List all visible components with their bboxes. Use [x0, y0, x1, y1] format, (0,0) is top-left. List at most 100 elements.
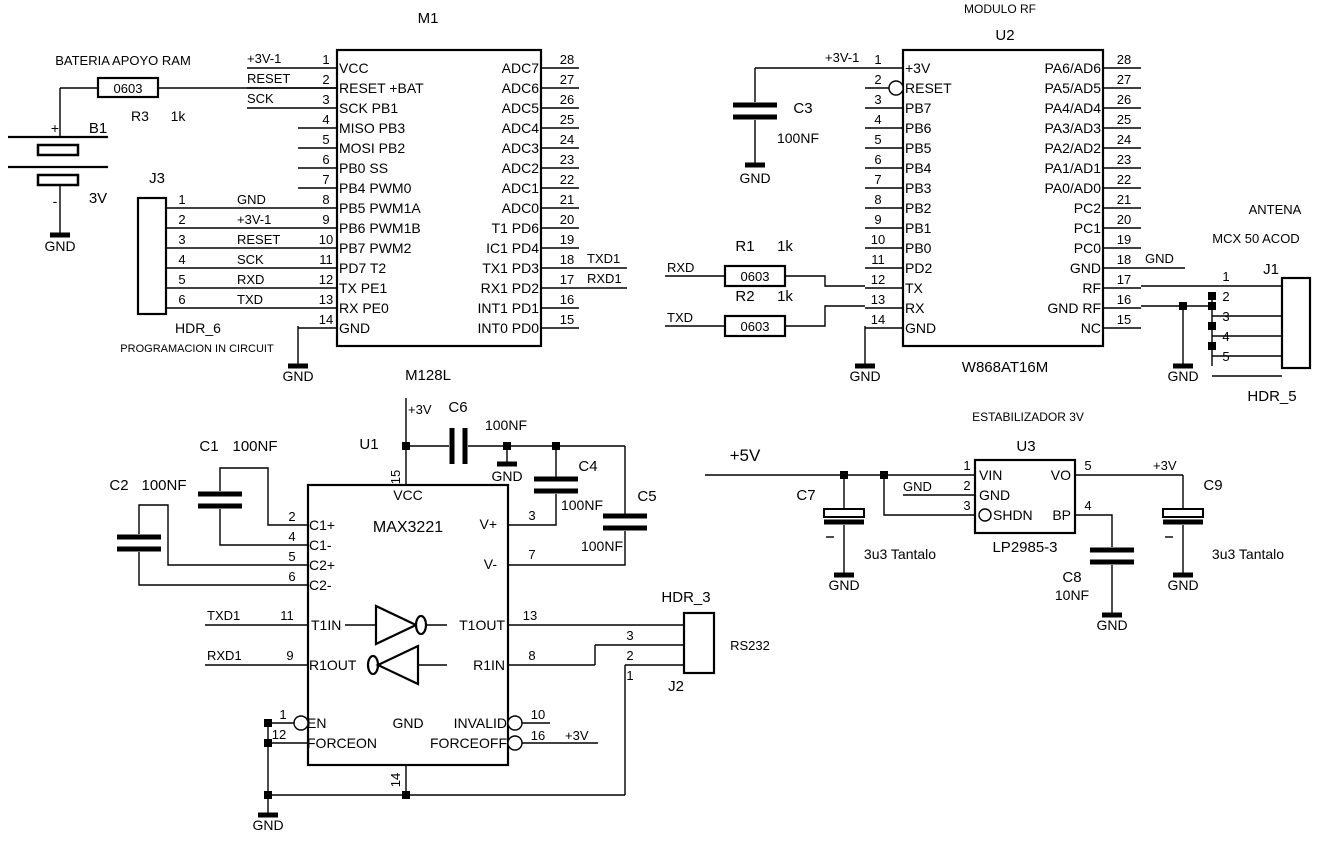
u2-section: MODULO RF U2 1+3V2RESET3PB74PB65PB56PB47… [665, 2, 1312, 405]
m1-rxd1: RXD1 [587, 271, 622, 286]
m1-right-pin-name: ADC1 [502, 180, 540, 196]
u2-right-pin-num: 16 [1117, 292, 1131, 307]
m1-left-pin-num: 11 [319, 252, 333, 267]
j3-net-label: RESET [237, 232, 280, 247]
u2-left-pin-num: 4 [874, 112, 881, 127]
j3-pin-num: 2 [178, 212, 185, 227]
m1-right-pin-name: RX1 PD2 [481, 280, 540, 296]
m1-left-pin-num: 7 [322, 172, 329, 187]
u3-body [973, 458, 1077, 535]
u2-right-pin-num: 22 [1117, 172, 1131, 187]
u3-label: ESTABILIZADOR 3V [972, 410, 1084, 424]
u1-vplus-pin: 3 [528, 508, 535, 523]
c7-ref: C7 [796, 487, 815, 504]
m1-right-pin-num: 22 [560, 172, 574, 187]
u2-left-pin-name: PD2 [905, 260, 932, 276]
u2-right-pin-num: 17 [1117, 272, 1131, 287]
m1-right-pin-name: ADC6 [502, 80, 540, 96]
c4-ref: C4 [578, 458, 597, 475]
j3-pin-num: 6 [178, 292, 185, 307]
m1-right-pin-name: ADC7 [502, 60, 540, 76]
j3-net-label: TXD [237, 292, 263, 307]
u2-right-pin-num: 28 [1117, 52, 1131, 67]
u2-left-pin-name: PB7 [905, 100, 932, 116]
c5-ref: C5 [637, 488, 656, 505]
m1-right-pin-num: 28 [560, 52, 574, 67]
m1-left-pin-num: 10 [319, 232, 333, 247]
m1-part: M128L [405, 367, 451, 384]
b1-volt: 3V [89, 190, 107, 207]
u2-left-pin-name: PB2 [905, 200, 932, 216]
j3-net-label: +3V-1 [237, 212, 271, 227]
u2-left-pin-num: 7 [874, 172, 881, 187]
j3-net-label: SCK [237, 252, 264, 267]
u2-pin18-net: GND [1145, 251, 1174, 266]
u2-right-pin-num: 15 [1117, 312, 1131, 327]
m1-left-pin-num: 6 [322, 152, 329, 167]
u3-section: ESTABILIZADOR 3V U3 LP2985-3 +5V 1 VIN G… [705, 410, 1284, 633]
m1-right-pin-num: 24 [560, 132, 574, 147]
u2-right-pin-num: 21 [1117, 192, 1131, 207]
c6-gnd-label: GND [491, 468, 522, 484]
m1-left-pin-num: 5 [322, 132, 329, 147]
u1-r1out-pin: 9 [286, 648, 293, 663]
u2-right-pin-name: PA1/AD1 [1044, 160, 1101, 176]
u2-left-pin-num: 12 [871, 272, 885, 287]
u3-input-net: +5V [730, 446, 761, 465]
u3-pin-bp-name: BP [1052, 507, 1071, 523]
m1-net-sck: SCK [247, 91, 274, 106]
u1-r1in: R1IN [473, 657, 505, 673]
j1-pin-num: 5 [1222, 349, 1229, 364]
u1-invalid-pin: 10 [531, 707, 545, 722]
u2-left-pin-name: TX [905, 280, 924, 296]
battery-label: BATERIA APOYO RAM [55, 53, 191, 68]
u1-forceoff-pin: 16 [531, 728, 545, 743]
b1-plus: + [51, 120, 59, 136]
j3-name: HDR_6 [175, 320, 221, 336]
m1-left-pin-name: PD7 T2 [339, 260, 386, 276]
m1-title: M1 [418, 10, 439, 27]
m1-left-pin-num: 8 [322, 192, 329, 207]
u1-left-pin-name: C1- [309, 537, 332, 553]
m1-left-pin-name: GND [339, 320, 370, 336]
u2-right-pin-num: 19 [1117, 232, 1131, 247]
j1-pin-num: 4 [1222, 329, 1229, 344]
u2-txd-net: TXD [667, 310, 693, 325]
c7-gnd-label: GND [828, 577, 859, 593]
u2-left-pin-name: RESET [905, 80, 952, 96]
u1-t1in-net: TXD1 [207, 608, 240, 623]
c4-val: 100NF [561, 497, 603, 513]
u3-pin-vin-name: VIN [979, 467, 1002, 483]
u1-section: U1 MAX3221 VCC 15 +3V C6 100NF GND C4 10… [109, 398, 657, 833]
u1-ref: U1 [359, 436, 378, 453]
m1-right-pin-num: 20 [560, 212, 574, 227]
c3-val: 100NF [777, 130, 819, 146]
t1-driver-triangle [374, 604, 419, 646]
j1-name: HDR_5 [1247, 388, 1296, 405]
u2-right-pin-name: PA0/AD0 [1044, 180, 1101, 196]
j1-pin-num: 2 [1222, 289, 1229, 304]
u1-r1out-net: RXD1 [207, 648, 242, 663]
c6-ref: C6 [448, 399, 467, 416]
m1-right-pin-name: ADC2 [502, 160, 540, 176]
u1-t1in-pin: 11 [280, 608, 294, 623]
battery-cell-1 [36, 143, 80, 157]
u2-body [901, 48, 1105, 348]
u2-right-pin-num: 25 [1117, 112, 1131, 127]
c2-ref: C2 [109, 477, 128, 494]
j3-net-label: GND [237, 192, 266, 207]
m1-left-pin-name: PB5 PWM1A [339, 200, 421, 216]
j3-pin-num: 3 [178, 232, 185, 247]
u2-part: W868AT16M [962, 359, 1048, 376]
u2-right-pin-name: PA5/AD5 [1044, 80, 1101, 96]
b1-gnd-label: GND [44, 238, 75, 254]
u1-t1out-pin: 13 [523, 608, 537, 623]
u2-left-pin-num: 3 [874, 92, 881, 107]
u1-vminus-pin: 7 [528, 547, 535, 562]
m1-left-pin-name: PB6 PWM1B [339, 220, 421, 236]
u3-pin-gnd-n: 2 [963, 478, 970, 493]
u3-pin-vo-n: 5 [1084, 458, 1091, 473]
m1-left-pin-name: RX PE0 [339, 300, 389, 316]
c8-ref: C8 [1062, 569, 1081, 586]
u1-forceon-pin: 12 [272, 727, 286, 742]
